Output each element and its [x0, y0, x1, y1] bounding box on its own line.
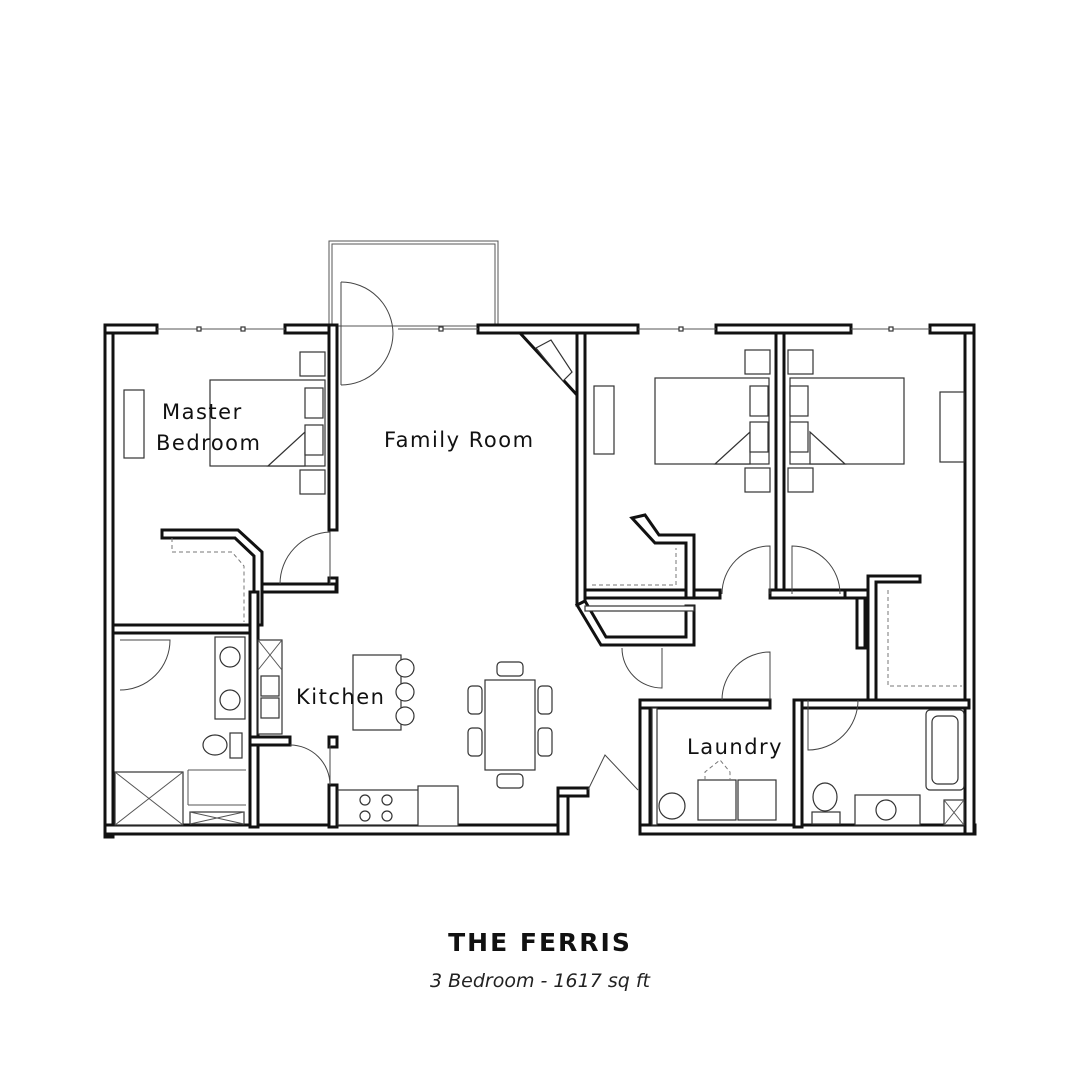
dining-set [467, 661, 553, 789]
bedroom-two-furniture [592, 349, 771, 586]
doors [119, 281, 859, 791]
room-label-master-1: Master [162, 400, 243, 424]
fireplace [516, 331, 579, 399]
room-label-master-2: Bedroom [156, 431, 261, 455]
room-label-laundry: Laundry [687, 735, 783, 759]
bedroom-three-furniture [787, 349, 965, 687]
room-label-kitchen: Kitchen [296, 685, 385, 709]
plan-subtitle: 3 Bedroom - 1617 sq ft [430, 970, 650, 992]
plan-name: THE FERRIS [448, 928, 632, 957]
windows [157, 326, 930, 332]
master-bath [114, 636, 246, 826]
kitchen-fixtures [257, 639, 459, 827]
balcony [328, 240, 499, 327]
hall-bath [811, 709, 965, 826]
master-bedroom-furniture [123, 351, 326, 622]
interior-walls [111, 323, 971, 829]
laundry-fixtures [651, 707, 777, 826]
room-label-family: Family Room [384, 428, 535, 452]
